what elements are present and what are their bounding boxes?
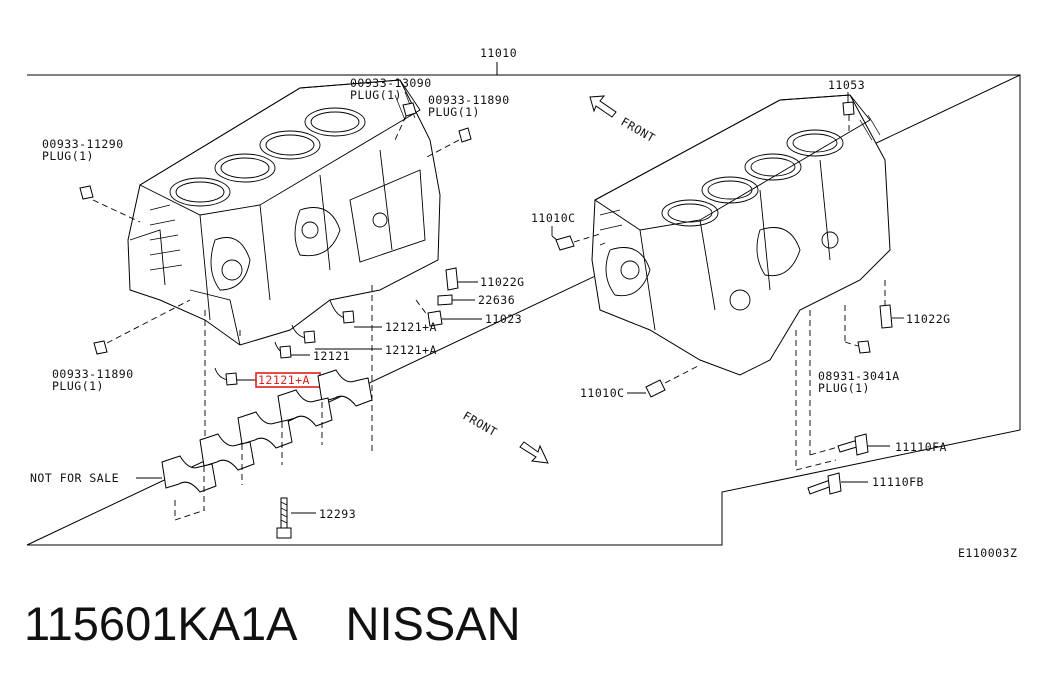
right-engine-block: [591, 94, 891, 376]
part-label-12121a-2: 12121+A: [385, 343, 437, 357]
part-label-11053: 11053: [828, 78, 865, 92]
left-labels: 00933-13090 PLUG(1) 00933-11890 PLUG(1) …: [42, 76, 525, 521]
plug-label-e: PLUG(1): [818, 381, 870, 395]
bolt-12293: 12293: [276, 497, 356, 539]
plug-part-b: [458, 127, 472, 143]
part-number: 115601KA1A: [24, 597, 298, 650]
part-label-12121a-1: 12121+A: [385, 320, 437, 334]
part-label-00933-11290: 00933-11290: [42, 137, 124, 151]
part-label-11110fa: 11110FA: [895, 440, 947, 454]
part-label-11023: 11023: [485, 312, 522, 326]
part-label-00933-11890-top: 00933-11890: [428, 93, 510, 107]
plug-label-a: PLUG(1): [350, 88, 402, 102]
part-label-12293: 12293: [319, 507, 356, 521]
caption: 115601KA1A NISSAN: [24, 596, 521, 651]
plug-part-08931: [857, 340, 871, 354]
plug-part-11053: [842, 101, 855, 116]
reference-code: E110003Z: [958, 546, 1017, 560]
diagram-frame: [26, 74, 1021, 546]
main-bearing-caps: [161, 369, 373, 510]
brand-name: NISSAN: [345, 597, 521, 650]
front-label-top: FRONT: [619, 114, 658, 145]
part-label-22636: 22636: [478, 293, 515, 307]
right-labels: 11053 11010C 11022G 08931-3041A PLUG(1) …: [531, 78, 951, 495]
dowel-part-11010c-top: [555, 235, 575, 251]
front-arrow-top: FRONT: [589, 95, 658, 145]
part-label-11022g-left: 11022G: [480, 275, 525, 289]
pin-part-11022g-right: [879, 304, 893, 329]
not-for-sale-label: NOT FOR SALE: [30, 471, 119, 485]
part-label-08931-3041a: 08931-3041A: [818, 369, 900, 383]
part-label-00933-11890-bottom: 00933-11890: [52, 367, 134, 381]
plug-label-d: PLUG(1): [52, 379, 104, 393]
plug-part-c: [79, 185, 94, 200]
front-label-bottom: FRONT: [461, 408, 500, 439]
seal-part-22636: [437, 294, 453, 306]
plug-part-11023: [427, 310, 443, 327]
part-label-12121a-highlighted: 12121+A: [258, 373, 310, 387]
front-arrow-bottom: FRONT: [461, 408, 549, 464]
part-label-11022g-right: 11022G: [906, 312, 951, 326]
part-label-11010c-bottom: 11010C: [580, 386, 625, 400]
part-label-00933-13090: 00933-13090: [350, 76, 432, 90]
plug-label-c: PLUG(1): [42, 149, 94, 163]
part-label-11110fb: 11110FB: [872, 475, 924, 489]
dowel-part-11010c-bottom: [645, 379, 666, 398]
plug-label-b: PLUG(1): [428, 105, 480, 119]
plug-part-bottom-left: [93, 340, 108, 355]
plug-part-a: [402, 102, 417, 117]
jet-part-12121a-1: [329, 299, 346, 319]
part-label-12121: 12121: [313, 349, 350, 363]
part-label-11010c-top: 11010C: [531, 211, 576, 225]
pin-part-11022g-left: [445, 267, 459, 291]
part-label-11010: 11010: [480, 46, 517, 60]
left-engine-block: [127, 79, 441, 346]
